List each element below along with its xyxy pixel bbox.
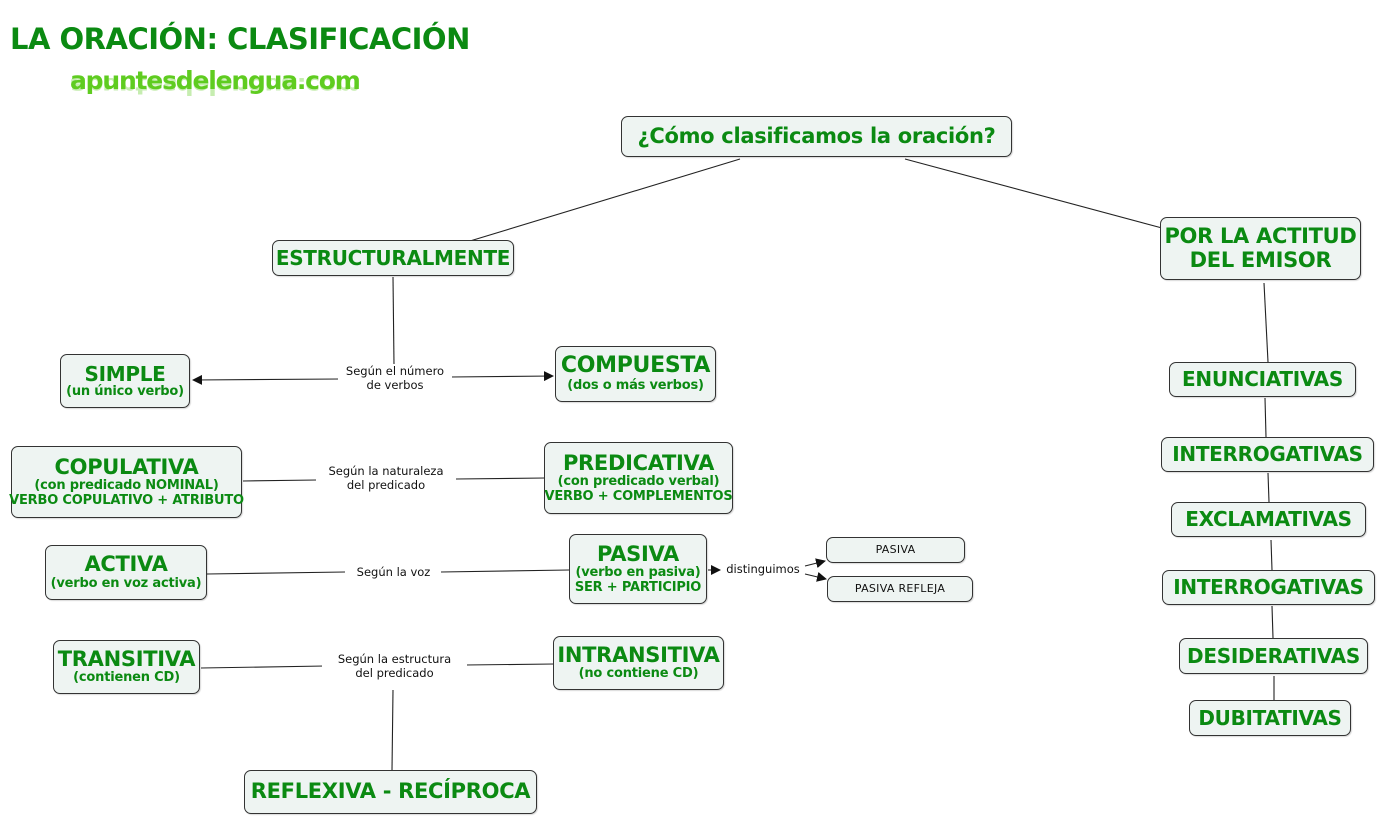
node-simple[interactable]: SIMPLE (un único verbo) — [60, 354, 190, 408]
node-subtitle: (un único verbo) — [66, 383, 184, 399]
node-title: PREDICATIVA — [562, 450, 715, 475]
link-predicativa — [455, 477, 546, 480]
attitude-item-desiderativas[interactable]: DESIDERATIVAS — [1179, 638, 1368, 674]
node-transitiva[interactable]: TRANSITIVA (contienen CD) — [53, 640, 200, 694]
link-intransitiva — [464, 663, 555, 666]
attitude-item-label: INTERROGATIVAS — [1173, 575, 1364, 600]
link-attitude-4 — [1270, 539, 1273, 571]
node-title: COMPUESTA — [560, 353, 711, 379]
node-subtitle: VERBO COPULATIVO + ATRIBUTO — [9, 492, 244, 508]
attitude-item-label: EXCLAMATIVAS — [1185, 507, 1352, 532]
node-predicativa[interactable]: PREDICATIVA (con predicado verbal) VERBO… — [544, 442, 733, 514]
attitude-item-interrogativas[interactable]: INTERROGATIVAS — [1161, 437, 1374, 472]
node-subtitle: (dos o más verbos) — [567, 378, 704, 394]
attitude-item-dubitativas[interactable]: DUBITATIVAS — [1189, 700, 1351, 736]
brand-logo: apuntesdelengua.com — [70, 66, 361, 95]
node-title: COPULATIVA — [54, 454, 199, 479]
node-title: PASIVA REFLEJA — [854, 581, 946, 595]
node-subtitle: VERBO + COMPLEMENTOS — [544, 488, 733, 504]
attitude-node[interactable]: POR LA ACTITUD DEL EMISOR — [1160, 217, 1361, 280]
node-intransitiva[interactable]: INTRANSITIVA (no contiene CD) — [553, 636, 724, 690]
link-label-distinguimos: distinguimos — [722, 562, 804, 577]
node-title: SIMPLE — [84, 361, 166, 386]
attitude-item-enunciativas[interactable]: ENUNCIATIVAS — [1169, 362, 1356, 397]
attitude-item-interrogativas-2[interactable]: INTERROGATIVAS — [1162, 570, 1375, 605]
link-distinguimos-refleja — [804, 572, 827, 582]
link-copulativa — [242, 479, 318, 482]
node-title: TRANSITIVA — [57, 646, 196, 671]
link-activa — [206, 571, 346, 575]
root-node[interactable]: ¿Cómo clasificamos la oración? — [621, 116, 1012, 157]
link-pasiva — [440, 569, 570, 573]
link-numero-simple — [192, 374, 341, 385]
node-subtitle: SER + PARTICIPIO — [574, 579, 702, 595]
criterion-naturaleza-predicado: Según la naturaleza del predicado — [316, 464, 456, 493]
link-reflexiva — [391, 689, 394, 771]
node-subtitle: (con predicado NOMINAL) — [34, 478, 219, 494]
attitude-item-label: DESIDERATIVAS — [1187, 643, 1360, 668]
link-attitude-3 — [1267, 472, 1270, 503]
attitude-label-line: POR LA ACTITUD — [1164, 223, 1357, 248]
criterion-numero-verbos: Según el número de verbos — [338, 364, 452, 393]
link-transitiva — [200, 665, 326, 669]
node-pasiva-type[interactable]: PASIVA — [826, 537, 965, 563]
criterion-line: Según la estructura — [337, 652, 452, 666]
node-pasiva-refleja[interactable]: PASIVA REFLEJA — [827, 576, 973, 602]
criterion-voz: Según la voz — [346, 565, 441, 580]
criterion-line: de verbos — [366, 378, 424, 393]
node-compuesta[interactable]: COMPUESTA (dos o más verbos) — [555, 346, 716, 402]
link-numero-compuesta — [449, 371, 554, 382]
page-title: LA ORACIÓN: CLASIFICACIÓN — [10, 22, 470, 56]
link-attitude-5 — [1271, 605, 1274, 639]
node-subtitle: (contienen CD) — [73, 670, 180, 686]
link-structural-criteria — [392, 276, 395, 366]
node-subtitle: (no contiene CD) — [578, 666, 699, 682]
criterion-line: Según la voz — [356, 565, 431, 579]
link-root-attitude — [904, 158, 1163, 229]
node-title: ACTIVA — [84, 552, 168, 577]
node-reflexiva-reciproca[interactable]: REFLEXIVA - RECÍPROCA — [244, 770, 537, 814]
root-label: ¿Cómo clasificamos la oración? — [637, 123, 996, 148]
attitude-label-line: DEL EMISOR — [1189, 247, 1332, 272]
node-activa[interactable]: ACTIVA (verbo en voz activa) — [45, 545, 207, 600]
link-attitude-1 — [1263, 282, 1269, 363]
criterion-estructura-predicado: Según la estructura del predicado — [322, 652, 467, 681]
criterion-line: Según la naturaleza — [328, 464, 444, 478]
structural-label: ESTRUCTURALMENTE — [275, 245, 511, 270]
link-attitude-2 — [1264, 397, 1267, 438]
node-title: PASIVA — [875, 542, 916, 556]
structural-node[interactable]: ESTRUCTURALMENTE — [272, 240, 514, 276]
node-subtitle: (con predicado verbal) — [557, 474, 720, 490]
node-title: REFLEXIVA - RECÍPROCA — [250, 779, 531, 804]
criterion-line: del predicado — [355, 666, 434, 681]
node-subtitle: (verbo en pasiva) — [575, 565, 701, 581]
attitude-item-label: INTERROGATIVAS — [1172, 442, 1363, 467]
node-pasiva[interactable]: PASIVA (verbo en pasiva) SER + PARTICIPI… — [569, 534, 707, 604]
link-distinguimos-pasiva — [804, 558, 826, 569]
criterion-line: del predicado — [346, 478, 426, 493]
attitude-item-label: ENUNCIATIVAS — [1182, 367, 1343, 392]
node-subtitle: (verbo en voz activa) — [50, 575, 202, 591]
node-title: INTRANSITIVA — [557, 642, 720, 667]
node-title: PASIVA — [597, 541, 679, 566]
attitude-item-exclamativas[interactable]: EXCLAMATIVAS — [1171, 502, 1366, 537]
link-root-structural — [469, 158, 741, 242]
criterion-line: Según el número — [345, 364, 445, 378]
node-copulativa[interactable]: COPULATIVA (con predicado NOMINAL) VERBO… — [9, 446, 244, 518]
attitude-item-label: DUBITATIVAS — [1198, 705, 1342, 730]
